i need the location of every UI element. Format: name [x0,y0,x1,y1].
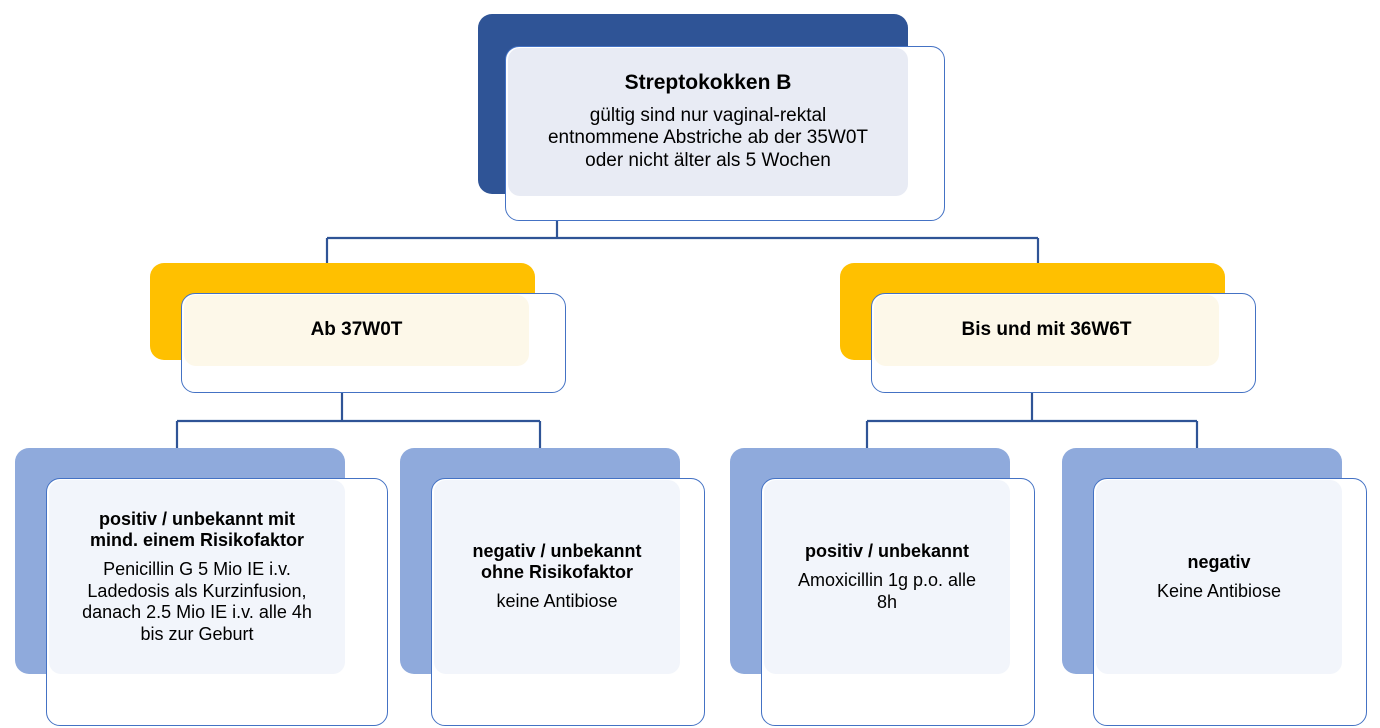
node-title: Streptokokken B [624,70,792,94]
node-title: negativ / unbekannt ohne Risikofaktor [472,540,642,583]
node-bis-und-mit-36w6t[interactable]: Bis und mit 36W6T [840,263,1270,393]
node-title: Bis und mit 36W6T [961,319,1132,341]
node-subtitle: gültig sind nur vaginal-rektal entnommen… [547,104,868,172]
node-title: Ab 37W0T [310,319,403,341]
node-content: negativ / unbekannt ohne Risikofaktor ke… [434,480,680,674]
node-streptokokken-b[interactable]: Streptokokken B gültig sind nur vaginal-… [470,10,950,221]
node-content: positiv / unbekannt mit mind. einem Risi… [49,480,345,674]
node-title: negativ [1187,551,1251,572]
node-subtitle: Penicillin G 5 Mio IE i.v. Ladedosis als… [82,559,312,644]
node-subtitle: Amoxicillin 1g p.o. alle 8h [797,570,977,612]
node-subtitle: Keine Antibiose [1156,580,1282,601]
node-positiv-unbekannt-mit-risikofaktor[interactable]: positiv / unbekannt mit mind. einem Risi… [15,448,388,728]
node-content: negativ Keine Antibiose [1096,480,1342,674]
node-content: Streptokokken B gültig sind nur vaginal-… [508,48,908,196]
node-negativ[interactable]: negativ Keine Antibiose [1062,448,1377,728]
node-content: Bis und mit 36W6T [874,295,1219,366]
node-title: positiv / unbekannt [804,540,969,561]
node-subtitle: keine Antibiose [496,591,618,612]
node-title: positiv / unbekannt mit mind. einem Risi… [89,508,305,550]
node-ab-37w0t[interactable]: Ab 37W0T [150,263,580,393]
node-negativ-unbekannt-ohne-risikofaktor[interactable]: negativ / unbekannt ohne Risikofaktor ke… [400,448,715,728]
node-content: positiv / unbekannt Amoxicillin 1g p.o. … [764,480,1010,674]
node-positiv-unbekannt[interactable]: positiv / unbekannt Amoxicillin 1g p.o. … [730,448,1045,728]
node-content: Ab 37W0T [184,295,529,366]
